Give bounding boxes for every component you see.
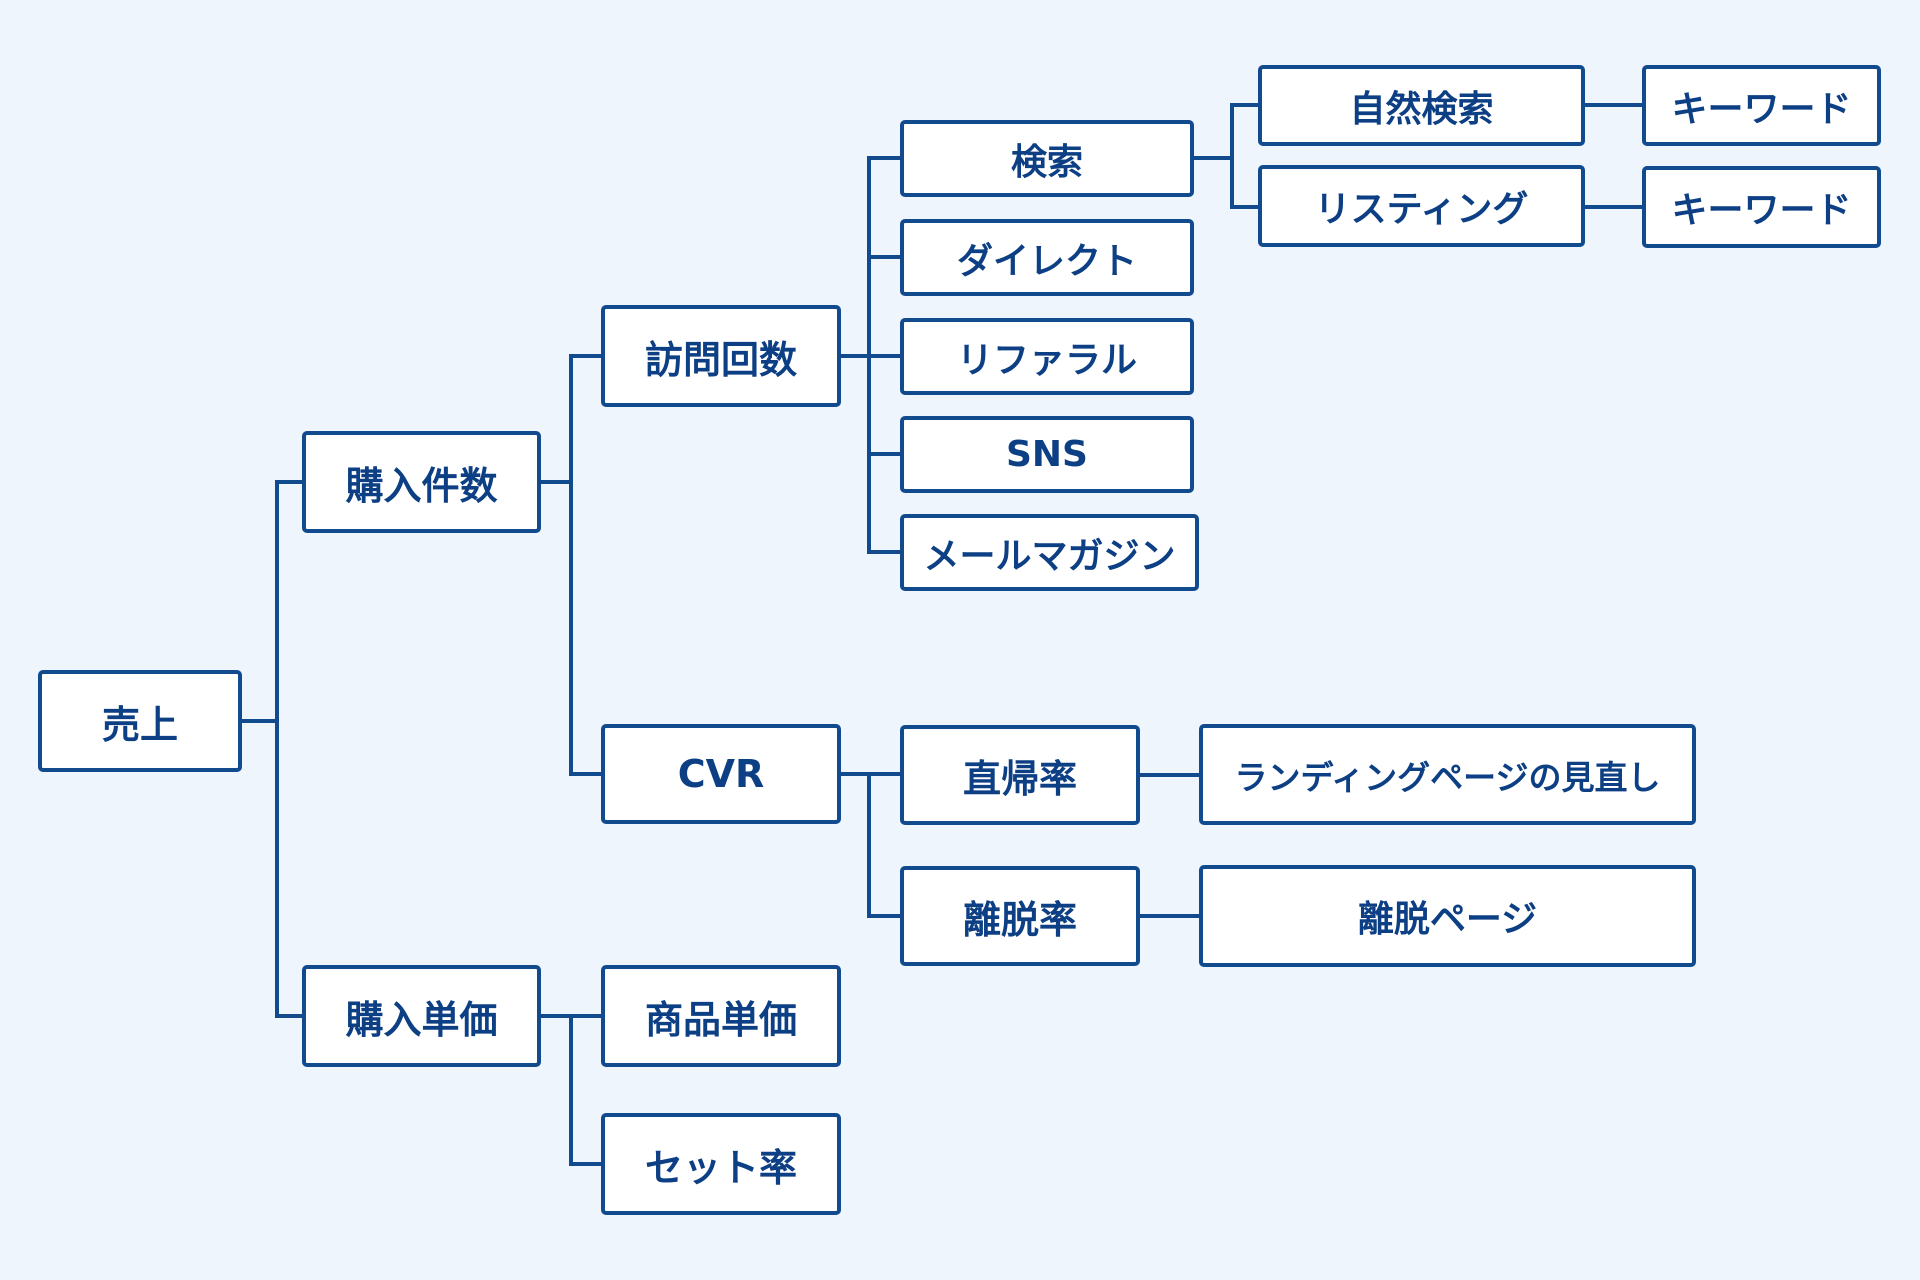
node-listing: リスティング [1258,165,1585,247]
node-channel-search: 検索 [900,120,1194,197]
node-exit-rate: 離脱率 [900,866,1140,966]
node-channel-direct: ダイレクト [900,219,1194,296]
node-landing-page-review: ランディングページの見直し [1199,724,1696,825]
node-purchase-unit-price: 購入単価 [302,965,541,1067]
node-set-rate: セット率 [601,1113,841,1215]
node-visits: 訪問回数 [601,305,841,407]
node-channel-sns: SNS [900,416,1194,493]
node-product-unit-price: 商品単価 [601,965,841,1067]
node-keyword-listing: キーワード [1642,166,1881,248]
node-bounce-rate: 直帰率 [900,725,1140,825]
node-channel-referral: リファラル [900,318,1194,395]
node-sales: 売上 [38,670,242,772]
node-cvr: CVR [601,724,841,824]
node-purchase-count: 購入件数 [302,431,541,533]
node-keyword-organic: キーワード [1642,65,1881,146]
node-channel-mail-magazine: メールマガジン [900,514,1199,591]
node-exit-page: 離脱ページ [1199,865,1696,967]
node-organic-search: 自然検索 [1258,65,1585,146]
